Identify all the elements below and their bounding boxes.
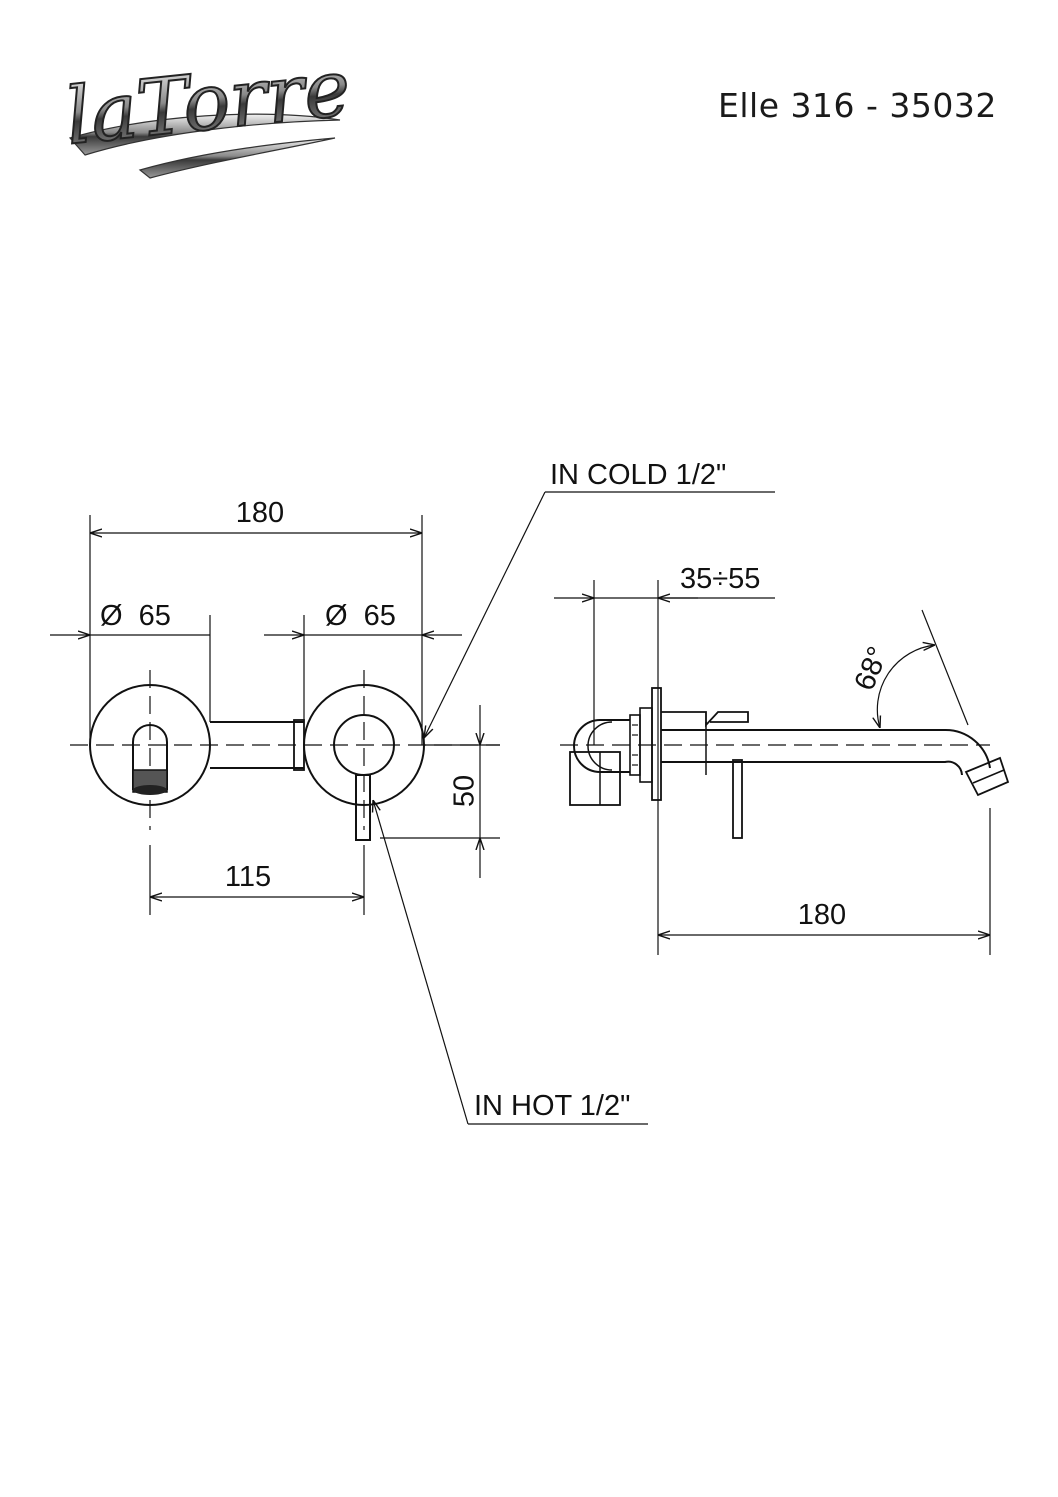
side-lever	[732, 759, 743, 839]
overall-width-label: 180	[236, 497, 284, 529]
wall-depth-label: 35÷55	[680, 563, 760, 595]
spout-angle-label: 68°	[849, 642, 895, 695]
spout	[661, 728, 991, 769]
cold-inlet-label: IN COLD 1/2"	[550, 459, 726, 491]
front-dimensions: 180 Ø 65 Ø 65 115 50	[50, 497, 500, 915]
inlet-leaders: IN COLD 1/2" IN HOT 1/2"	[373, 459, 775, 1125]
hot-inlet-label: IN HOT 1/2"	[474, 1090, 630, 1122]
spout-projection-label: 180	[798, 899, 846, 931]
height-offset-label: 50	[449, 775, 481, 807]
side-rosette	[651, 687, 662, 801]
spout-to-lever-label: 115	[225, 861, 271, 893]
model-code: Elle 316 - 35032	[718, 86, 997, 125]
front-view	[70, 670, 500, 841]
side-view	[560, 580, 1010, 955]
spout-rosette-diameter-label: Ø 65	[100, 600, 171, 632]
latorre-logo: laTorre	[61, 42, 355, 179]
valve-body	[573, 719, 630, 773]
spout-nozzle	[132, 724, 168, 795]
concealed-box	[569, 751, 621, 806]
mixer-rosette-diameter-label: Ø 65	[325, 600, 396, 632]
lever-handle	[355, 774, 371, 841]
